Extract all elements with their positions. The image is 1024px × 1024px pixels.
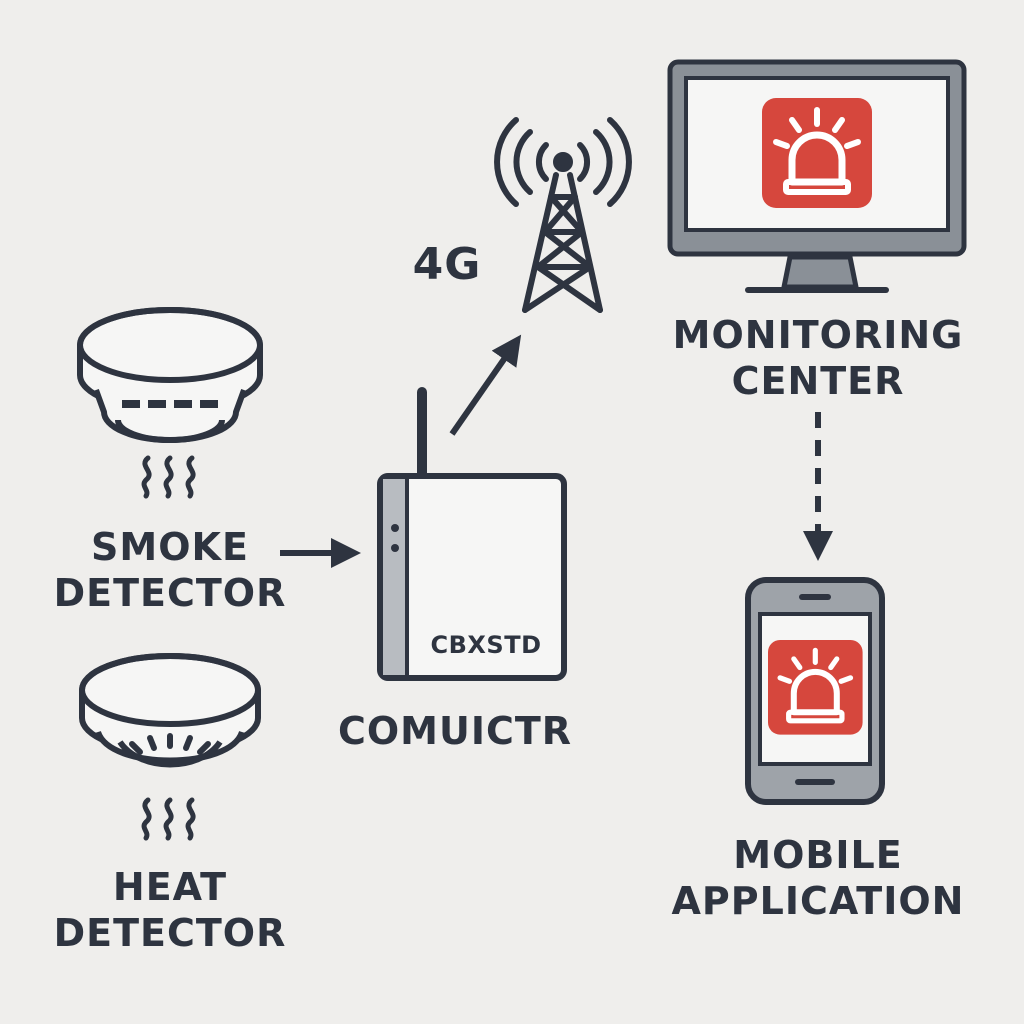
mobile-application-label-line2: APPLICATION — [671, 879, 965, 923]
siren-alarm-icon — [768, 640, 863, 735]
smoke-detector-label: SMOKE DETECTOR — [40, 524, 300, 616]
siren-alarm-icon — [762, 98, 872, 208]
monitoring-center-label: MONITORING CENTER — [660, 312, 976, 404]
cell-tower-icon — [494, 117, 632, 313]
heat-detector-label-line2: DETECTOR — [53, 911, 287, 955]
monitoring-center-label-line2: CENTER — [731, 359, 905, 403]
smoke-detector-icon — [77, 307, 263, 443]
network-label: 4G — [412, 239, 482, 290]
communicator-device-label: CBXSTD — [430, 631, 542, 659]
heat-waves-icon — [144, 800, 193, 838]
communicator-label: COMUICTR — [337, 709, 573, 753]
mobile-application-label-line1: MOBILE — [733, 833, 903, 877]
communicator-device-icon — [377, 387, 567, 681]
heat-detector-label: HEAT DETECTOR — [40, 864, 300, 956]
heat-detector-label-line1: HEAT — [112, 865, 228, 909]
heat-detector-icon — [79, 653, 261, 768]
smoke-detector-label-line1: SMOKE — [91, 525, 249, 569]
monitoring-center-label-line1: MONITORING — [672, 313, 964, 357]
heat-waves-icon — [144, 458, 193, 496]
mobile-application-label: MOBILE APPLICATION — [660, 832, 976, 924]
smoke-detector-label-line2: DETECTOR — [53, 571, 287, 615]
arrow-communicator-to-tower — [449, 334, 522, 436]
